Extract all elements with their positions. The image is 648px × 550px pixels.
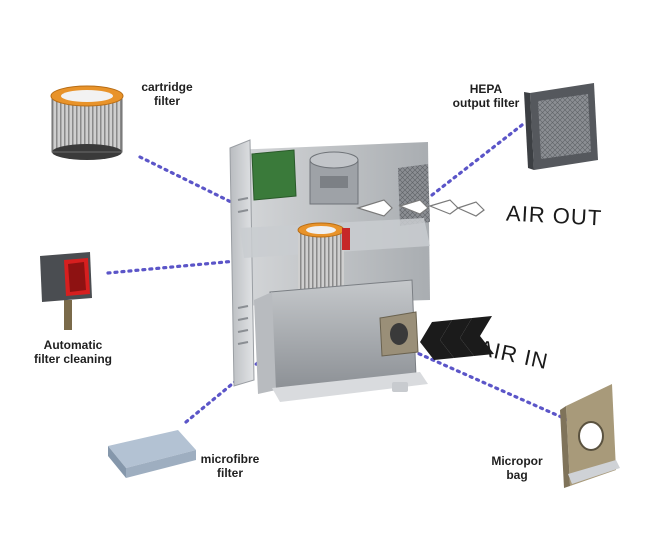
- microfibre-filter-label-line2: filter: [216, 466, 243, 480]
- cartridge-filter-label-line1: cartridge: [141, 80, 193, 94]
- micropor-bag-label: Micropor bag: [480, 454, 554, 482]
- cartridge-filter-label-line2: filter: [153, 94, 180, 108]
- automatic-cleaning-label: Automatic filter cleaning: [14, 338, 132, 366]
- micropor-bag-image: [560, 384, 620, 488]
- automatic-cleaning-label-line1: Automatic: [43, 338, 103, 352]
- hepa-filter-image: [524, 83, 598, 170]
- cartridge-filter-label: cartridge filter: [132, 80, 202, 108]
- hepa-filter-label-line2: output filter: [452, 96, 520, 110]
- micropor-bag-label-line1: Micropor: [491, 454, 543, 468]
- automatic-cleaning-label-line2: filter cleaning: [33, 352, 113, 366]
- air-in-flow-icon: [420, 316, 494, 360]
- leader-line-micropor: [404, 346, 570, 422]
- automatic-cleaning-image: [40, 252, 92, 330]
- air-out-flow-icon: [355, 199, 485, 217]
- microfibre-filter-image: [108, 430, 196, 478]
- vacuum-unit: [229, 139, 430, 402]
- microfibre-filter-label-line1: microfibre: [200, 452, 260, 466]
- leader-line-hepa: [430, 123, 524, 197]
- air-out-label: AIR OUT: [505, 200, 603, 231]
- hepa-filter-label: HEPA output filter: [440, 82, 532, 110]
- hepa-filter-label-line1: HEPA: [469, 82, 503, 96]
- cartridge-filter-image: [50, 85, 124, 160]
- micropor-bag-label-line2: bag: [506, 468, 528, 482]
- microfibre-filter-label: microfibre filter: [190, 452, 270, 480]
